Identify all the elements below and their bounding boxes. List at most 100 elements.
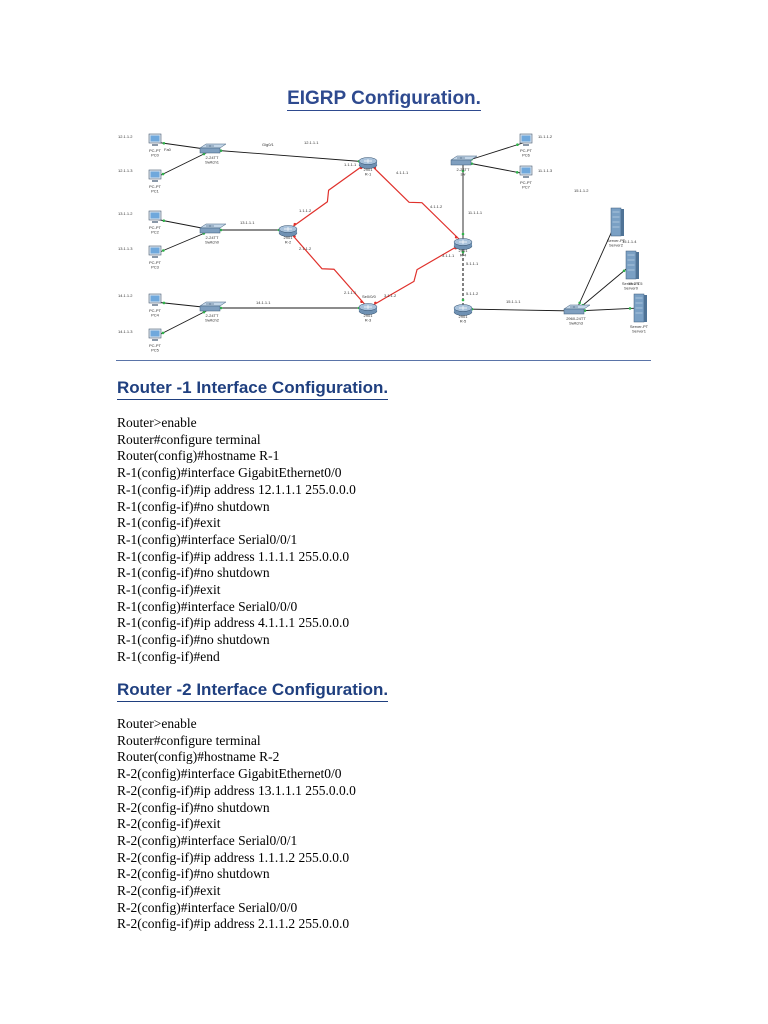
router1-heading: Router -1 Interface Configuration. (117, 378, 389, 400)
device-model-label: 2-24TT (206, 155, 219, 160)
port-indicator (461, 298, 465, 302)
command-line: R-1(config-if)#no shutdown (117, 632, 270, 648)
device-model-label: 2960-24TT (566, 316, 586, 321)
port-indicator (162, 141, 166, 145)
device-model-label: 2901 (364, 313, 374, 318)
ip-label: 14.1.1.1 (256, 300, 271, 305)
port-indicator (219, 149, 223, 152)
serial-link (367, 242, 464, 309)
ip-label: 2.1.1.1 (344, 290, 357, 295)
ip-label: 12.1.1.2 (118, 134, 133, 139)
switch-icon (199, 301, 227, 312)
port-indicator (461, 250, 465, 254)
device-name-label: PC4 (151, 313, 160, 318)
pc-icon (148, 169, 162, 182)
ip-label: 15.1.1.5 (628, 281, 643, 286)
ip-label: Se0/0/0 (362, 294, 377, 299)
port-indicator (578, 301, 581, 305)
device-name-label: Switch1 (205, 160, 220, 165)
device-model-label: PC-PT (520, 180, 533, 185)
command-line: Router(config)#hostname R-2 (117, 749, 280, 765)
device-model-label: 2-24TT (206, 313, 219, 318)
device-model-label: 2901 (364, 167, 374, 172)
device-model-label: PC-PT (149, 308, 162, 313)
pc-icon (148, 293, 162, 306)
command-line: R-1(config)#interface GigabitEthernet0/0 (117, 465, 342, 481)
ip-label: 15.1.1.4 (622, 239, 637, 244)
page-title: EIGRP Configuration. (287, 88, 481, 111)
ip-label: 1.1.1.1 (344, 162, 357, 167)
device-name-label: PC3 (151, 265, 160, 270)
ip-label: 11.1.1.3 (538, 168, 553, 173)
device-name-label: R-3 (365, 318, 372, 323)
ip-label: 14.1.1.2 (118, 293, 133, 298)
server-icon (633, 293, 647, 323)
ip-label: 3.1.1.2 (384, 293, 397, 298)
port-indicator (461, 169, 465, 173)
ip-label: 13.1.1.3 (118, 246, 133, 251)
serial-link (367, 161, 464, 244)
port-indicator (628, 307, 632, 310)
command-line: Router>enable (117, 415, 197, 430)
device-model-label: PC-PT (149, 343, 162, 348)
ip-label: 11.1.1.2 (538, 134, 553, 139)
command-line: R-2(config-if)#ip address 2.1.1.2 255.0.… (117, 916, 350, 932)
device-model-label: 2-24TT (457, 167, 470, 172)
device-name-label: Switch2 (205, 318, 220, 323)
pc-icon (148, 328, 162, 341)
ip-label: 13.1.1.2 (118, 211, 133, 216)
command-line: R-2(config-if)#ip address 13.1.1.1 255.0… (117, 782, 356, 798)
port-indicator (461, 232, 465, 236)
ip-label: Fa0 (164, 147, 172, 152)
ethernet-link (154, 229, 213, 255)
section-divider (116, 360, 651, 361)
router-icon (453, 238, 473, 250)
router-icon (358, 157, 378, 169)
device-name-label: R-4 (460, 253, 467, 258)
server-icon (625, 250, 639, 280)
ethernet-link (154, 307, 213, 338)
device-model-label: 2901 (284, 235, 294, 240)
ethernet-link (462, 308, 577, 312)
command-line: Router>enable (117, 716, 197, 731)
device-name-label: Switch0 (205, 240, 220, 245)
ip-label: 11.1.1.1 (468, 210, 483, 215)
ip-label: 5.1.1.1 (466, 261, 479, 266)
serial-link (287, 229, 369, 309)
device-model-label: PC-PT (149, 260, 162, 265)
command-line: R-1(config)#interface Serial0/0/1 (117, 531, 298, 547)
port-indicator (293, 222, 297, 226)
command-line: R-1(config-if)#no shutdown (117, 565, 270, 581)
command-line: R-1(config)#interface Serial0/0/0 (117, 598, 298, 614)
port-indicator (516, 143, 519, 147)
command-line: R-2(config)#interface Serial0/0/0 (117, 899, 298, 915)
ethernet-link (462, 161, 527, 175)
device-model-label: PC-PT (149, 225, 162, 230)
device-model-label: Server-PT (630, 324, 649, 329)
command-line: R-2(config)#interface Serial0/0/1 (117, 832, 298, 848)
ip-label: 4.1.1.1 (396, 170, 409, 175)
device-name-label: PC2 (151, 230, 160, 235)
device-name-label: PC0 (151, 153, 160, 158)
device-name-label: PC1 (151, 189, 160, 194)
port-indicator (454, 235, 458, 239)
ip-label: 3.1.1.1 (442, 253, 455, 258)
command-line: Router(config)#hostname R-1 (117, 448, 280, 464)
ethernet-link (211, 149, 369, 163)
port-indicator (515, 171, 519, 174)
command-line: R-2(config-if)#exit (117, 816, 221, 832)
ip-label: Gig0/1 (262, 142, 275, 147)
command-line: R-2(config-if)#no shutdown (117, 799, 270, 815)
port-indicator (374, 301, 377, 305)
port-indicator (161, 172, 165, 176)
port-indicator (219, 228, 223, 232)
device-model-label: PC-PT (520, 148, 533, 153)
port-indicator (219, 306, 223, 310)
command-line: R-1(config-if)#exit (117, 582, 221, 598)
serial-link (287, 161, 369, 231)
port-indicator (161, 331, 165, 335)
command-line: R-1(config-if)#no shutdown (117, 498, 270, 514)
ip-label: 12.1.1.3 (118, 168, 133, 173)
pc-icon (148, 245, 162, 258)
